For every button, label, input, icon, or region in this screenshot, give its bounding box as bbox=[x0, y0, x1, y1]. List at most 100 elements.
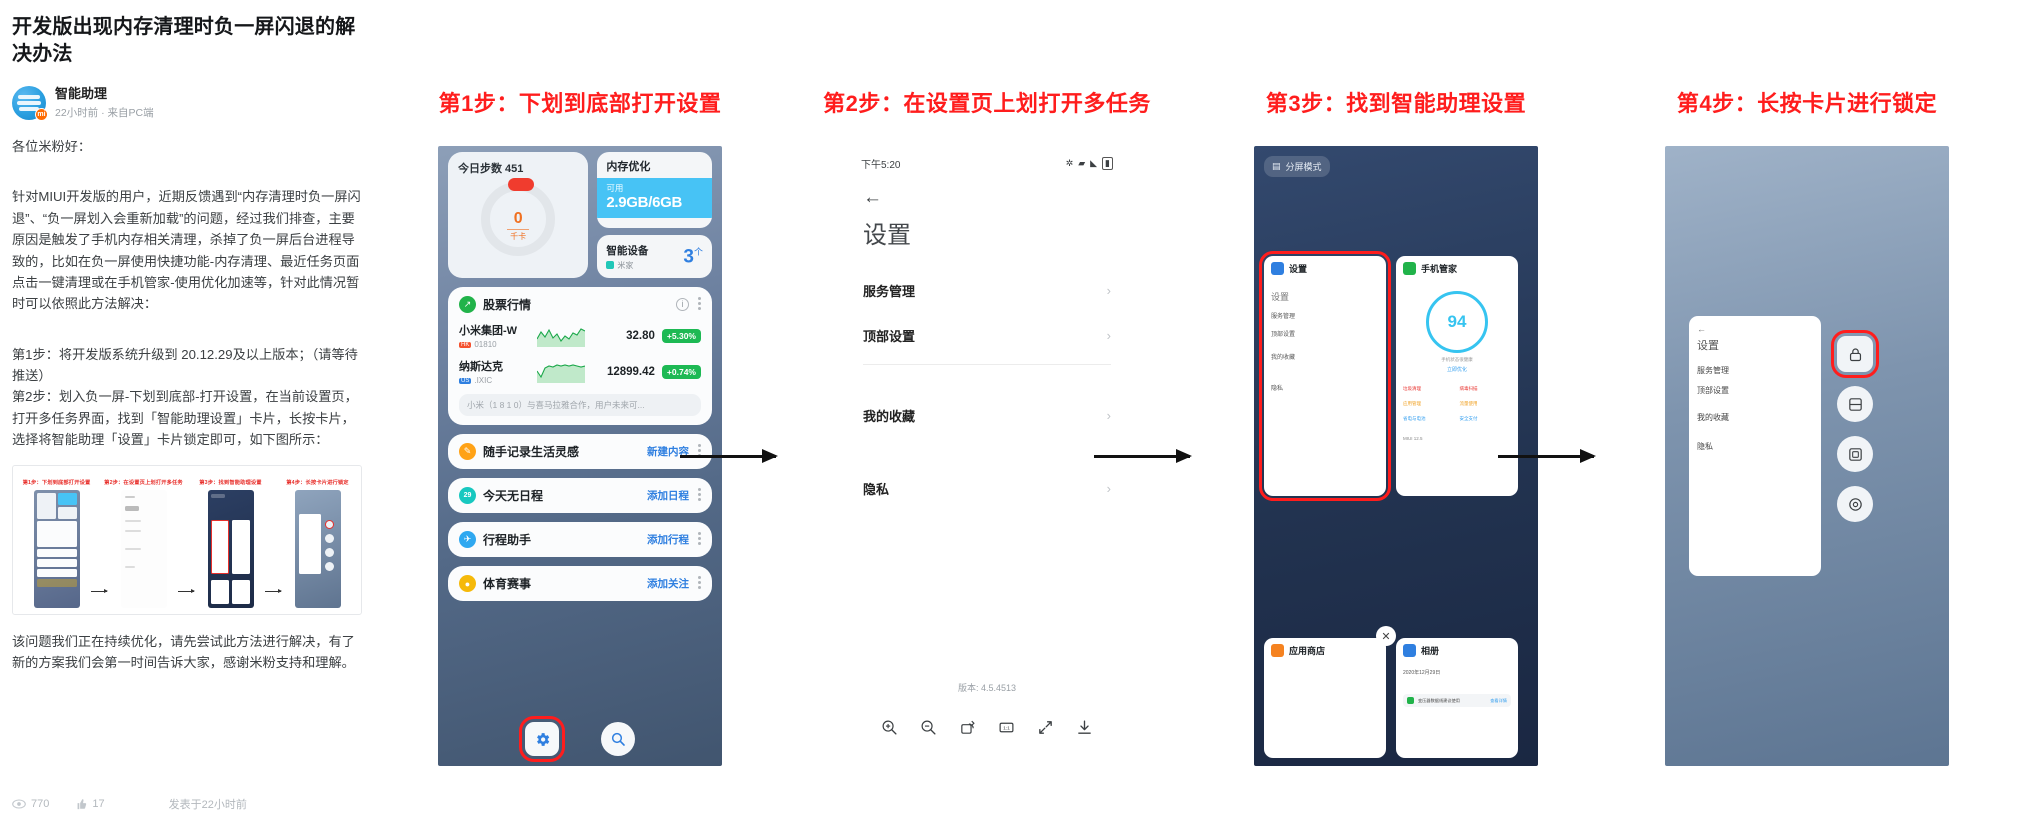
recent-card-title: 设置 bbox=[1289, 264, 1308, 274]
card-row: 我的收藏 bbox=[1697, 413, 1729, 422]
recent-card-security[interactable]: 手机管家 94 手机状态很健康 立即优化 垃圾清理病毒扫描 应用管理流量使用 省… bbox=[1396, 256, 1518, 496]
mi-badge-icon: mi bbox=[35, 108, 48, 121]
calories-unit: 千卡 bbox=[507, 229, 530, 242]
small-window-button[interactable] bbox=[1837, 436, 1873, 472]
tile-label[interactable]: 流量使用 bbox=[1459, 401, 1478, 406]
download-icon[interactable] bbox=[1076, 719, 1093, 736]
memory-value: 2.9GB/6GB bbox=[606, 194, 683, 211]
info-icon[interactable]: i bbox=[676, 298, 689, 311]
settings-app-icon bbox=[1271, 262, 1284, 275]
battery-icon: ▮ bbox=[1102, 157, 1113, 170]
devices-count: 3个 bbox=[683, 246, 703, 268]
views-count: 770 bbox=[31, 798, 50, 810]
rotate-icon[interactable] bbox=[959, 719, 976, 736]
devices-sub-row: 米家 bbox=[606, 260, 648, 271]
gallery-action[interactable]: 查看详情 bbox=[1490, 697, 1507, 703]
sidebar-item-favorites[interactable]: 我的收藏 › bbox=[845, 393, 1129, 438]
step-3: 第3步：找到智能助理设置 ▤ 分屏模式 设置 设置 服务管理 bbox=[1194, 0, 1598, 822]
memory-card-title: 内存优化 bbox=[606, 161, 651, 173]
fullscreen-icon[interactable] bbox=[1037, 719, 1054, 736]
recent-card-title: 相册 bbox=[1421, 646, 1440, 656]
recent-card-settings[interactable]: 设置 设置 服务管理 顶部设置 我的收藏 隐私 bbox=[1259, 251, 1391, 501]
steps-card[interactable]: 今日步数 451 0 千卡 bbox=[448, 152, 589, 278]
svg-text:1:1: 1:1 bbox=[1003, 726, 1010, 732]
table-row[interactable]: 纳斯达克 US.IXIC 12899.42 +0.74% bbox=[459, 358, 701, 385]
likes-count: 17 bbox=[92, 798, 105, 810]
devices-sub: 米家 bbox=[617, 260, 634, 270]
sidebar-item-top-settings[interactable]: 顶部设置 › bbox=[845, 313, 1129, 358]
back-button[interactable]: ← bbox=[863, 187, 882, 208]
chevron-right-icon: › bbox=[1106, 481, 1111, 496]
wifi-icon: ◣ bbox=[1090, 158, 1098, 168]
sparkline-chart bbox=[537, 363, 585, 383]
arrow-1-icon bbox=[680, 449, 778, 463]
row-label: 我的收藏 bbox=[863, 409, 916, 424]
gallery-badge: 变压器数据线建议使用 bbox=[1418, 697, 1460, 703]
recent-card-gallery[interactable]: 相册 2020年12月29日 变压器数据线建议使用 查看详情 bbox=[1396, 638, 1518, 758]
split-screen-button[interactable] bbox=[1837, 386, 1873, 422]
tile-label[interactable]: 省电与电池 bbox=[1403, 416, 1426, 421]
article-paragraph-2: 第1步：将开发版系统升级到 20.12.29及以上版本；（请等待推送） 第2步：… bbox=[12, 346, 358, 448]
settings-fab-button[interactable] bbox=[519, 716, 565, 762]
row-action[interactable]: 添加关注 bbox=[647, 578, 689, 590]
settings-card-preview[interactable]: ← 设置 服务管理 顶部设置 我的收藏 隐私 bbox=[1689, 316, 1821, 576]
row-more-icon[interactable] bbox=[698, 532, 701, 547]
devices-card[interactable]: 智能设备 米家 3个 bbox=[597, 235, 712, 278]
app-info-button[interactable] bbox=[1837, 486, 1873, 522]
stock-code: 01810 bbox=[474, 340, 497, 349]
likes-stat[interactable]: 17 bbox=[75, 798, 105, 810]
ring-marker-icon bbox=[508, 178, 535, 191]
actual-size-icon[interactable]: 1:1 bbox=[998, 719, 1015, 736]
close-icon[interactable]: ✕ bbox=[1376, 626, 1396, 646]
zoom-out-icon[interactable] bbox=[920, 719, 937, 736]
tile-label[interactable]: 病毒扫描 bbox=[1459, 386, 1478, 391]
split-screen-icon bbox=[1848, 397, 1862, 411]
lock-button[interactable] bbox=[1831, 330, 1879, 378]
avatar[interactable]: mi bbox=[12, 86, 48, 121]
list-item[interactable]: 29 今天无日程 添加日程 bbox=[448, 478, 712, 513]
list-item[interactable]: ✈ 行程助手 添加行程 bbox=[448, 522, 712, 557]
security-sub: 手机状态很健康 bbox=[1441, 357, 1473, 362]
row-more-icon[interactable] bbox=[698, 488, 701, 503]
app-info-icon bbox=[1848, 497, 1862, 511]
zoom-in-icon[interactable] bbox=[881, 719, 898, 736]
viewer-toolbar: 1:1 bbox=[845, 719, 1129, 736]
stock-market-tag: HK bbox=[459, 341, 472, 348]
phone-screenshot-1: 今日步数 451 0 千卡 内存优化 可用 2.9GB/6GB bbox=[438, 146, 722, 766]
divider bbox=[863, 364, 1111, 365]
stock-more-icon[interactable] bbox=[698, 297, 701, 312]
row-action[interactable]: 添加日程 bbox=[647, 490, 689, 502]
sports-icon: ● bbox=[459, 575, 476, 592]
tile-label[interactable]: 安全支付 bbox=[1459, 416, 1478, 421]
stock-card-header: ↗ 股票行情 i bbox=[459, 296, 701, 313]
recent-card-appstore[interactable]: 应用商店 bbox=[1264, 638, 1386, 758]
memory-card[interactable]: 内存优化 可用 2.9GB/6GB bbox=[597, 152, 712, 228]
steps-card-label: 今日步数 451 bbox=[458, 163, 524, 175]
appstore-app-icon bbox=[1271, 644, 1284, 657]
avatar-logo-icon bbox=[17, 95, 41, 112]
stock-news[interactable]: 小米（1 8 1 0）与喜马拉雅合作，用户未来可... bbox=[459, 394, 701, 416]
tile-label[interactable]: 应用管理 bbox=[1403, 401, 1421, 406]
author-row[interactable]: mi 智能助理 22小时前 · 来自PC端 bbox=[12, 86, 362, 121]
list-item[interactable]: ● 体育赛事 添加关注 bbox=[448, 566, 712, 601]
optimize-button[interactable]: 立即优化 bbox=[1446, 367, 1467, 373]
row-title: 行程助手 bbox=[483, 533, 532, 547]
tile-label[interactable]: 垃圾清理 bbox=[1403, 386, 1421, 391]
sidebar-item-privacy[interactable]: 隐私 › bbox=[845, 466, 1129, 511]
inline-figure-thumbnail[interactable]: 第1步：下划到底部打开设置 第2步：在设置页上划打开多任务 bbox=[12, 464, 362, 615]
search-fab-button[interactable] bbox=[601, 722, 635, 756]
row-action[interactable]: 新建内容 bbox=[647, 446, 689, 458]
sidebar-item-service-management[interactable]: 服务管理 › bbox=[845, 268, 1129, 313]
list-item[interactable]: ✎ 随手记录生活灵感 新建内容 bbox=[448, 434, 712, 469]
version-text: 版本: 4.5.4513 bbox=[957, 683, 1017, 693]
row-more-icon[interactable] bbox=[698, 576, 701, 591]
row-action[interactable]: 添加行程 bbox=[647, 534, 689, 546]
split-mode-button[interactable]: ▤ 分屏模式 bbox=[1264, 156, 1330, 177]
phone-screenshot-2: 下午5:20 ✲ ▰ ◣ ▮ ← 设置 服务管理 › 顶部设置 › bbox=[845, 146, 1129, 766]
settings-heading: 设置 bbox=[863, 222, 911, 249]
status-bar: 下午5:20 ✲ ▰ ◣ ▮ bbox=[845, 146, 1129, 171]
status-icons: ✲ ▰ ◣ ▮ bbox=[1066, 157, 1113, 170]
